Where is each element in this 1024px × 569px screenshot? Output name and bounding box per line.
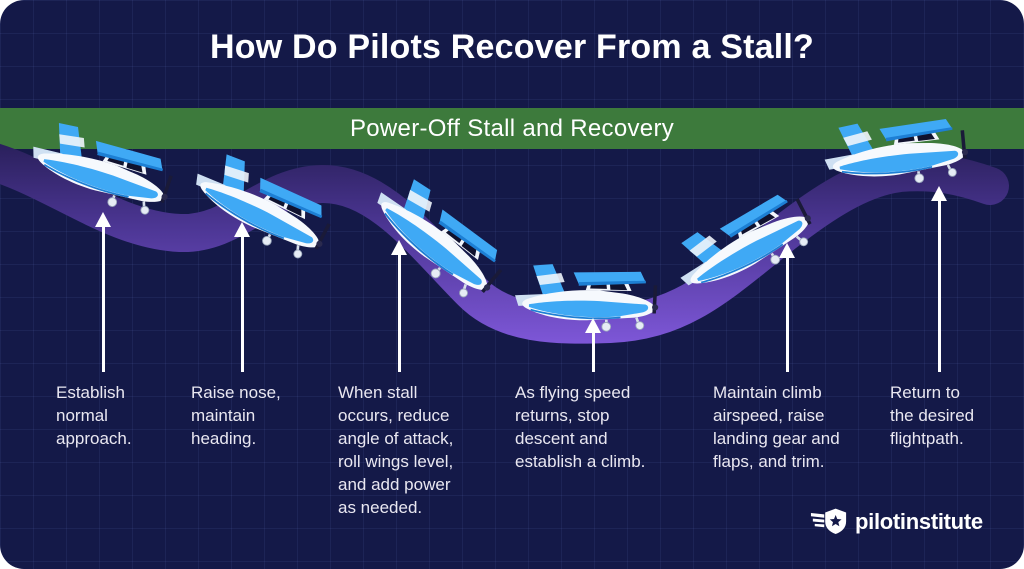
step-3-label: When stall occurs, reduce angle of attac… [338, 383, 454, 517]
logo-wings-shield-icon [810, 508, 847, 535]
arrow-up-icon [585, 318, 601, 372]
step-4-label: As flying speed returns, stop descent an… [515, 383, 646, 471]
page-title: How Do Pilots Recover From a Stall? [209, 28, 814, 66]
arrow-up-icon [234, 222, 250, 372]
step-1-label: Establish normal approach. [56, 383, 132, 448]
banner: Power-Off Stall and Recovery [0, 108, 1024, 149]
banner-label: Power-Off Stall and Recovery [349, 114, 675, 142]
star-icon [829, 515, 842, 527]
arrow-up-icon [95, 212, 111, 372]
airplane-stage-5-icon [663, 179, 824, 309]
step-5-label: Maintain climb airspeed, raise landing g… [713, 383, 840, 471]
arrow-up-icon [779, 243, 795, 372]
logo-wordmark: pilotinstitute [855, 508, 983, 534]
airplane-stage-3-icon [358, 165, 517, 311]
step-2-label: Raise nose, maintain heading. [191, 383, 281, 448]
step-6-label: Return to the desired flightpath. [890, 383, 975, 448]
logo: pilotinstitute [810, 507, 983, 536]
airplane-stage-2-icon [182, 143, 342, 269]
arrow-up-icon [391, 240, 407, 372]
arrow-up-icon [931, 186, 947, 372]
